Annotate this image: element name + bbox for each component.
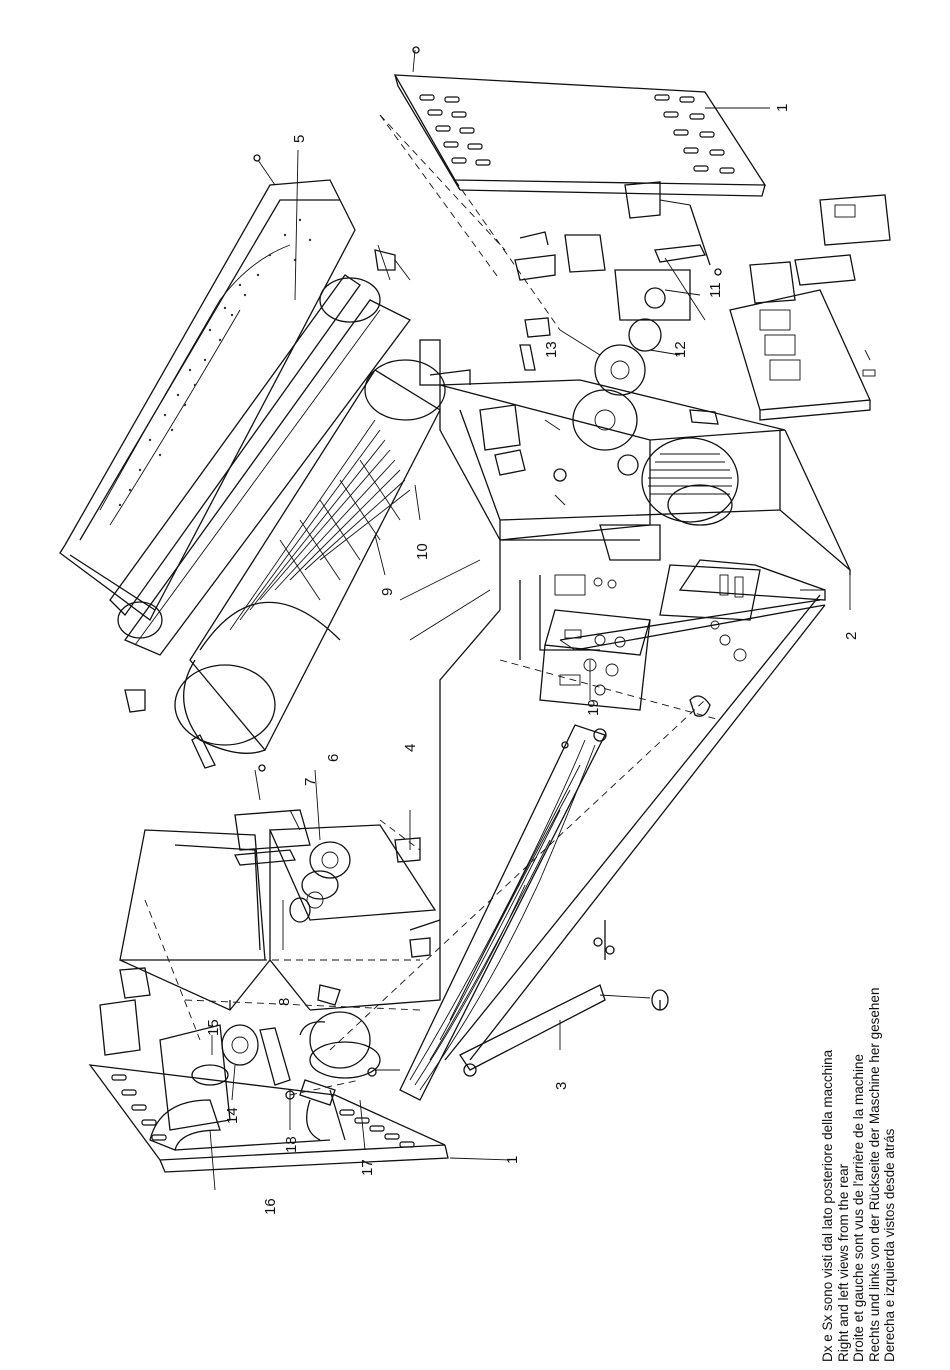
- side-panel-right: [395, 47, 770, 196]
- callout-11: 11: [707, 282, 724, 298]
- note-german: Rechts und links von der Rückseite der M…: [867, 722, 883, 1362]
- callout-12: 12: [672, 341, 689, 358]
- callout-3: 3: [553, 1082, 570, 1090]
- callout-5: 5: [291, 135, 308, 143]
- note-spanish: Derecha e izquierda vistos desde atrás: [882, 722, 898, 1362]
- callout-19: 19: [585, 699, 602, 716]
- callout-18: 18: [283, 1136, 300, 1153]
- callout-8: 8: [276, 998, 293, 1006]
- callout-15: 15: [205, 1019, 222, 1036]
- top-cover: [60, 155, 355, 620]
- bottom-rail: [460, 696, 710, 1070]
- assembly-dashed-outline: [145, 115, 720, 1095]
- callout-1-bottom: 1: [504, 1156, 521, 1164]
- callout-2: 2: [843, 632, 860, 640]
- callout-6: 6: [325, 754, 342, 762]
- side-panel-left: [90, 1065, 448, 1172]
- callout-17: 17: [359, 1159, 376, 1176]
- callout-14: 14: [224, 1107, 241, 1124]
- callout-16: 16: [262, 1198, 279, 1215]
- note-english: Right and left views from the rear: [836, 722, 852, 1362]
- callout-7: 7: [302, 778, 319, 786]
- left-housing: [120, 765, 440, 1010]
- bottom-tray: [445, 560, 825, 1060]
- callout-9: 9: [379, 588, 396, 596]
- machine-frame-body: [410, 370, 850, 930]
- ironing-drum: [175, 340, 490, 768]
- note-italian: Dx e Sx sono visti dal lato posteriore d…: [820, 722, 836, 1362]
- callout-1-top: 1: [774, 104, 791, 112]
- callout-4: 4: [402, 744, 419, 752]
- electrical-enclosure: [690, 195, 890, 424]
- callout-labels: 1 1 2 3 4 5 6 7 8 9 10 11 12 13 14 15 16…: [205, 104, 860, 1215]
- orientation-note: Dx e Sx sono visti dal lato posteriore d…: [820, 722, 898, 1362]
- callout-13: 13: [543, 341, 560, 358]
- note-french: Droite et gauche sont vus de l'arrière d…: [851, 722, 867, 1362]
- motor-assembly: [573, 319, 738, 525]
- callout-10: 10: [414, 543, 431, 560]
